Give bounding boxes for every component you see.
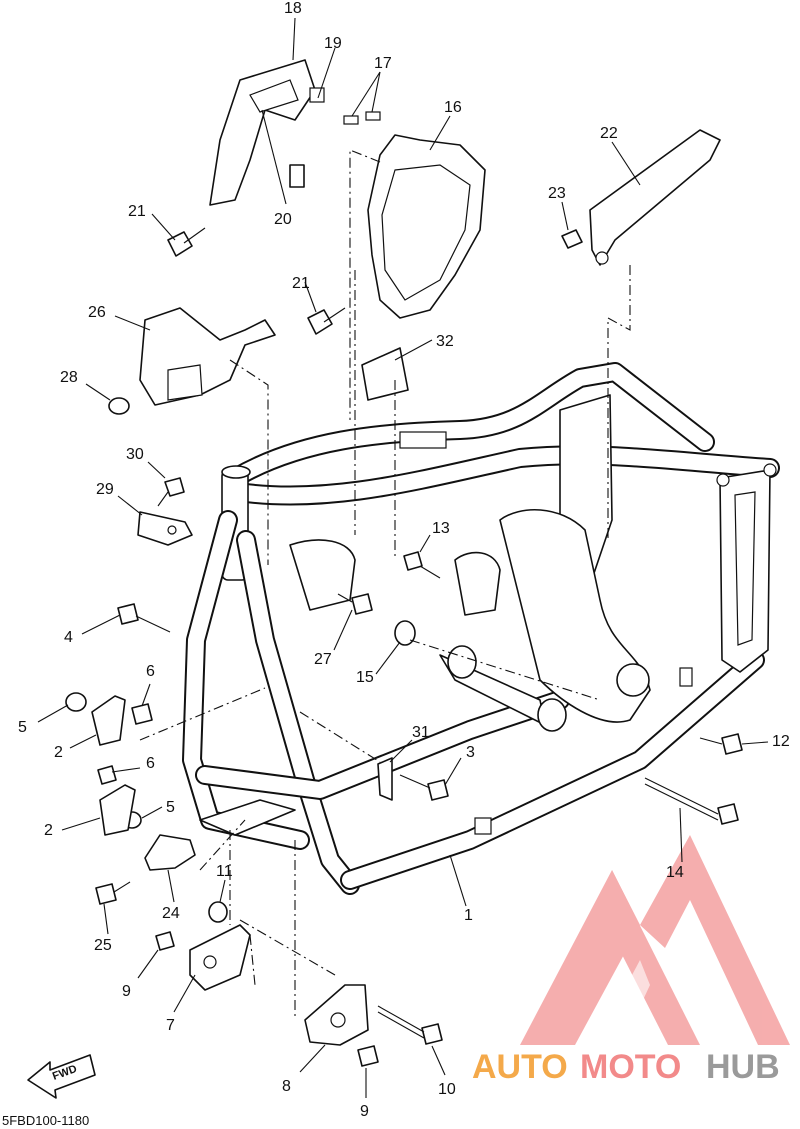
- callout-12: 12: [772, 733, 790, 750]
- plate-8: [304, 984, 369, 1046]
- callout-25: 25: [94, 937, 112, 954]
- callout-8: 8: [282, 1078, 291, 1095]
- callout-31: 31: [412, 724, 430, 741]
- part-26-bracket: [139, 307, 276, 406]
- bolt-13: [403, 551, 441, 579]
- callout-16: 16: [444, 99, 462, 116]
- callout-30: 30: [126, 446, 144, 463]
- washer-11: [208, 901, 228, 923]
- drawing-code: 5FBD100-1180: [2, 1113, 89, 1128]
- callout-19: 19: [324, 35, 342, 52]
- callout-29: 29: [96, 481, 114, 498]
- bolt-21b: [307, 307, 346, 335]
- callout-6: 6: [146, 755, 155, 772]
- callout-14: 14: [666, 864, 684, 881]
- callout-4: 4: [64, 629, 73, 646]
- bolt-9b: [357, 1045, 379, 1067]
- callout-23: 23: [548, 185, 566, 202]
- callout-7: 7: [166, 1017, 175, 1034]
- bracket-31: [377, 757, 393, 801]
- watermark-auto: AUTO: [472, 1048, 568, 1086]
- part-19-clip: [309, 87, 325, 103]
- part-29-plate: [137, 511, 193, 546]
- bolt-6a: [131, 703, 153, 725]
- bolt-3: [399, 774, 449, 801]
- callout-2: 2: [54, 744, 63, 761]
- part-17-tabs: [343, 111, 381, 125]
- callout-27: 27: [314, 651, 332, 668]
- plate-7: [189, 924, 251, 991]
- callout-26: 26: [88, 304, 106, 321]
- part-20-pad: [289, 164, 305, 188]
- callout-11: 11: [216, 863, 233, 880]
- bolt-4: [117, 603, 171, 633]
- callout-28: 28: [60, 369, 78, 386]
- callout-15: 15: [356, 669, 374, 686]
- callout-5: 5: [166, 799, 175, 816]
- callout-2: 2: [44, 822, 53, 839]
- part-16-cover: [367, 134, 486, 319]
- bolt-12: [699, 733, 743, 755]
- callout-6: 6: [146, 663, 155, 680]
- bolt-10: [377, 1005, 443, 1045]
- bracket-24: [144, 834, 196, 871]
- callout-5: 5: [18, 719, 27, 736]
- bolt-6b: [97, 765, 117, 785]
- part-22-stay: [589, 129, 721, 266]
- main-frame: [182, 362, 780, 895]
- callout-22: 22: [600, 125, 618, 142]
- bolt-23: [561, 229, 583, 249]
- callout-32: 32: [436, 333, 454, 350]
- callout-9: 9: [122, 983, 131, 1000]
- watermark-logo: [520, 835, 790, 1045]
- bracket-2b: [99, 784, 136, 836]
- callout-20: 20: [274, 211, 292, 228]
- callout-24: 24: [162, 905, 180, 922]
- callout-10: 10: [438, 1081, 456, 1098]
- callout-1: 1: [464, 907, 473, 924]
- bolt-27: [337, 593, 373, 615]
- part-28-grommet: [108, 397, 130, 415]
- callout-17: 17: [374, 55, 392, 72]
- bolt-25: [95, 881, 131, 905]
- bracket-2a: [91, 695, 126, 746]
- assembly-lines: [139, 149, 631, 1020]
- callout-3: 3: [466, 744, 475, 761]
- washer-5a: [65, 692, 87, 712]
- bolt-21a: [167, 227, 206, 257]
- watermark-hub: HUB: [706, 1048, 780, 1086]
- callout-18: 18: [284, 0, 302, 17]
- callout-21: 21: [292, 275, 310, 292]
- washer-15: [394, 620, 416, 646]
- bolt-30: [157, 477, 185, 507]
- fwd-arrow: [27, 1054, 96, 1099]
- callout-13: 13: [432, 520, 450, 537]
- part-32-label: [361, 347, 409, 401]
- callout-21: 21: [128, 203, 146, 220]
- callout-9: 9: [360, 1103, 369, 1120]
- part-18-bracket: [209, 59, 316, 206]
- leader-lines: [37, 17, 769, 1098]
- watermark-moto: MOTO: [580, 1048, 681, 1086]
- bolt-14: [644, 777, 739, 825]
- bolt-9a: [155, 931, 175, 951]
